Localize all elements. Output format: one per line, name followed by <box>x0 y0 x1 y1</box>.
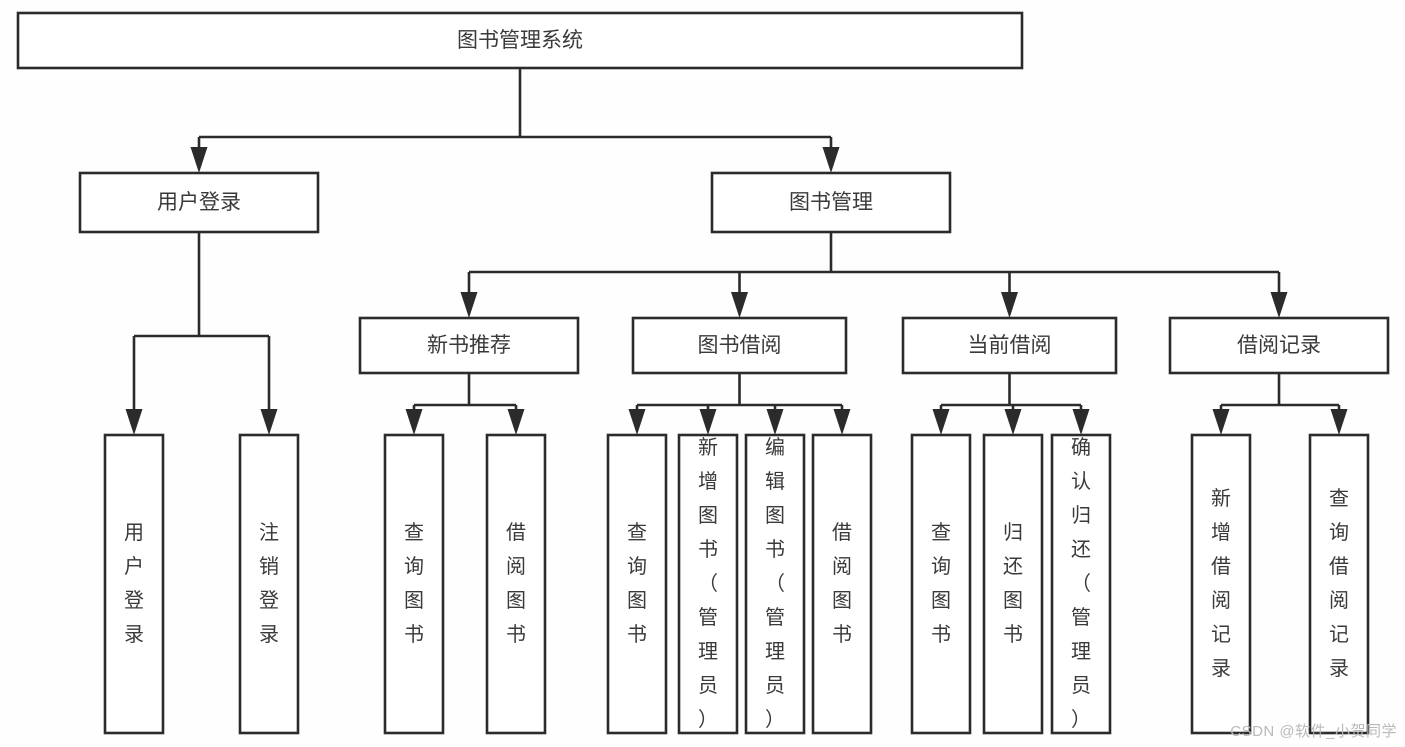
node-box[interactable] <box>1050 433 1112 735</box>
node-box[interactable] <box>16 11 1024 70</box>
node-label: 借阅图书 <box>832 521 852 646</box>
node-label: 借阅图书 <box>506 521 526 646</box>
node-label: 查询借阅记录 <box>1329 487 1349 680</box>
node-label: 借阅记录 <box>1237 334 1321 357</box>
node-label: 新书推荐 <box>427 334 511 357</box>
node-n-new-book-rec[interactable]: 新书推荐 <box>358 316 580 375</box>
node-box[interactable] <box>982 433 1044 735</box>
node-n-borrow-record[interactable]: 借阅记录 <box>1168 316 1390 375</box>
arrow-head-icon <box>1270 292 1288 318</box>
node-l-cur-return-book[interactable]: 归还图书 <box>982 433 1044 735</box>
connector-group-n-book-borrow <box>628 373 851 435</box>
node-box[interactable] <box>383 433 445 735</box>
node-n-book-borrow[interactable]: 图书借阅 <box>631 316 848 375</box>
nodes-layer: 图书管理系统用户登录图书管理新书推荐图书借阅当前借阅借阅记录用户登录注销登录查询… <box>16 11 1390 735</box>
arrow-head-icon <box>1330 409 1348 435</box>
node-label: 归还图书 <box>1003 521 1023 646</box>
node-l-user-logout[interactable]: 注销登录 <box>238 433 300 735</box>
node-label: 图书管理 <box>789 191 873 214</box>
node-label: 编辑图书（管理员） <box>765 436 785 731</box>
node-box[interactable] <box>811 433 873 735</box>
node-box[interactable] <box>901 316 1118 375</box>
node-box[interactable] <box>78 171 320 234</box>
arrow-head-icon <box>460 292 478 318</box>
node-l-rec-add-record[interactable]: 新增借阅记录 <box>1190 433 1252 735</box>
node-label: 图书借阅 <box>698 334 782 357</box>
node-l-borrow-query-book[interactable]: 查询图书 <box>606 433 668 735</box>
node-l-borrow-borrow-book[interactable]: 借阅图书 <box>811 433 873 735</box>
arrow-head-icon <box>1004 409 1022 435</box>
node-box[interactable] <box>103 433 165 735</box>
node-l-user-login[interactable]: 用户登录 <box>103 433 165 735</box>
connector-group-n-borrow-record <box>1212 373 1348 435</box>
node-box[interactable] <box>710 171 952 234</box>
node-box[interactable] <box>606 433 668 735</box>
node-l-cur-query-book[interactable]: 查询图书 <box>910 433 972 735</box>
arrow-head-icon <box>405 409 423 435</box>
node-label: 新增借阅记录 <box>1211 487 1231 680</box>
arrow-head-icon <box>628 409 646 435</box>
node-l-borrow-edit-book[interactable]: 编辑图书（管理员） <box>744 433 806 735</box>
arrow-head-icon <box>766 409 784 435</box>
node-box[interactable] <box>677 433 739 735</box>
arrow-head-icon <box>507 409 525 435</box>
node-l-rec-query-record[interactable]: 查询借阅记录 <box>1308 433 1370 735</box>
node-n-book-mgmt[interactable]: 图书管理 <box>710 171 952 234</box>
connector-group-n-current-borrow <box>932 373 1090 435</box>
node-box[interactable] <box>485 433 547 735</box>
node-box[interactable] <box>1190 433 1252 735</box>
arrow-head-icon <box>260 409 278 435</box>
node-label: 用户登录 <box>157 191 241 214</box>
node-label: 查询图书 <box>404 521 424 646</box>
node-label: 确认归还（管理员） <box>1071 436 1091 731</box>
arrow-head-icon <box>1212 409 1230 435</box>
node-label: 注销登录 <box>259 521 279 646</box>
node-box[interactable] <box>1308 433 1370 735</box>
node-box[interactable] <box>631 316 848 375</box>
node-box[interactable] <box>238 433 300 735</box>
arrow-head-icon <box>1072 409 1090 435</box>
arrow-head-icon <box>699 409 717 435</box>
node-root[interactable]: 图书管理系统 <box>16 11 1024 70</box>
node-label: 新增图书（管理员） <box>698 436 718 731</box>
node-l-rec-borrow-book[interactable]: 借阅图书 <box>485 433 547 735</box>
arrow-head-icon <box>190 147 208 173</box>
node-label: 图书管理系统 <box>457 29 583 52</box>
node-n-current-borrow[interactable]: 当前借阅 <box>901 316 1118 375</box>
node-label: 查询图书 <box>627 521 647 646</box>
node-box[interactable] <box>1168 316 1390 375</box>
connector-group-root <box>190 68 840 173</box>
node-box[interactable] <box>910 433 972 735</box>
node-l-rec-query-book[interactable]: 查询图书 <box>383 433 445 735</box>
connector-group-n-book-mgmt <box>460 232 1288 318</box>
node-label: 查询图书 <box>931 521 951 646</box>
connector-group-n-new-book-rec <box>405 373 525 435</box>
node-box[interactable] <box>358 316 580 375</box>
arrow-head-icon <box>833 409 851 435</box>
arrow-head-icon <box>822 147 840 173</box>
arrow-head-icon <box>932 409 950 435</box>
node-n-user-login[interactable]: 用户登录 <box>78 171 320 234</box>
node-label: 当前借阅 <box>968 334 1052 357</box>
node-box[interactable] <box>744 433 806 735</box>
node-label: 用户登录 <box>124 522 144 646</box>
arrow-head-icon <box>1001 292 1018 318</box>
connector-group-n-user-login <box>125 232 278 435</box>
node-l-cur-confirm-return[interactable]: 确认归还（管理员） <box>1050 433 1112 735</box>
node-l-borrow-add-book[interactable]: 新增图书（管理员） <box>677 433 739 735</box>
arrow-head-icon <box>731 292 748 318</box>
connectors-layer <box>125 68 1348 435</box>
arrow-head-icon <box>125 409 143 435</box>
